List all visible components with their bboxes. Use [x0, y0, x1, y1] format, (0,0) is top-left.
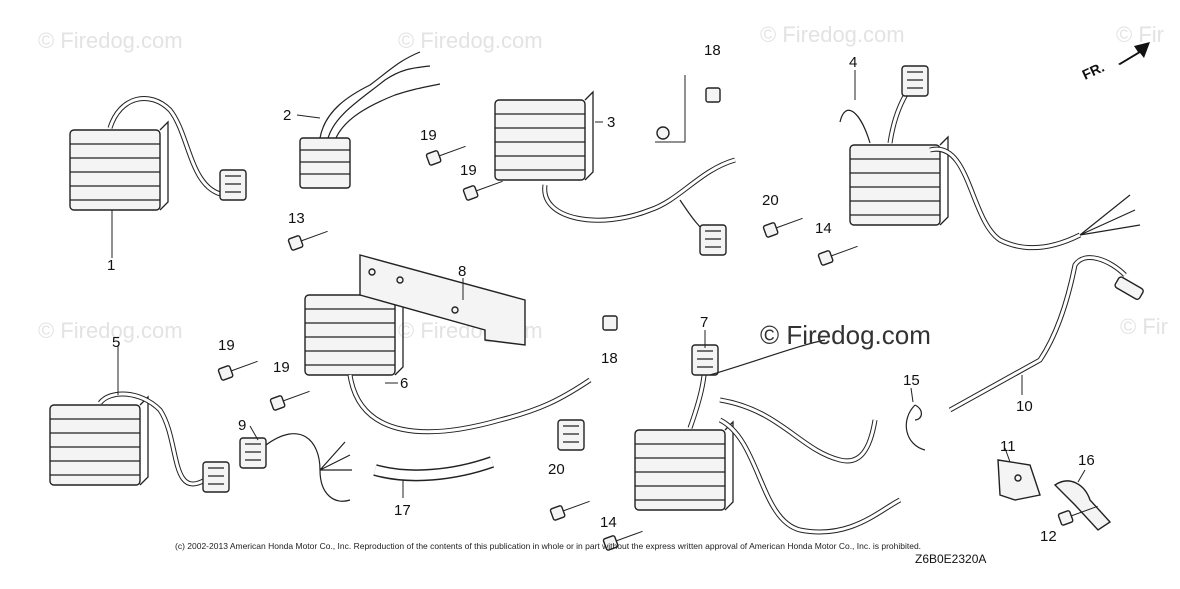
- callout-labels: 1 2 3 4 5 6 7 8 9 10 11 12 13 14 14 15 1…: [107, 42, 1095, 545]
- callout-label: 15: [903, 372, 920, 389]
- bolts: [217, 87, 1101, 552]
- part-17-tube: [373, 456, 494, 498]
- part-10-cable: [948, 255, 1144, 413]
- part-1-regulator-rectifier: [69, 95, 247, 258]
- callout-label: 19: [218, 337, 235, 354]
- callout-label: 19: [273, 359, 290, 376]
- callout-label: 2: [283, 107, 291, 124]
- part-2-regulator-small: [296, 51, 441, 189]
- copyright-notice: (c) 2002-2013 American Honda Motor Co., …: [175, 541, 921, 551]
- callout-label: 19: [460, 162, 477, 179]
- callout-label: 17: [394, 502, 411, 519]
- part-15-clip: [905, 387, 926, 451]
- callout-label: 19: [420, 127, 437, 144]
- callout-label: 8: [458, 263, 466, 280]
- callout-label: 14: [815, 220, 832, 237]
- callout-label: 5: [112, 334, 120, 351]
- callout-label: 11: [1000, 438, 1016, 455]
- direction-arrow-icon: [1118, 42, 1150, 65]
- callout-label: 4: [849, 54, 857, 71]
- part-5-regulator-rectifier: [49, 345, 230, 493]
- part-3-regulator-rectifier: [494, 75, 736, 256]
- watermark: © Fir: [1120, 314, 1168, 339]
- part-4-regulator-rectifier: [839, 65, 1141, 251]
- callout-label: 13: [288, 210, 305, 227]
- callout-label: 3: [607, 114, 615, 131]
- diagram-code: Z6B0E2320A: [915, 552, 986, 566]
- callout-label: 14: [600, 514, 617, 531]
- watermark: © Firedog.com: [398, 28, 543, 53]
- part-6-regulator-rectifier: [304, 286, 592, 451]
- front-direction-indicator: FR.: [1080, 42, 1150, 83]
- watermark: © Firedog.com: [38, 318, 183, 343]
- callout-label: 1: [107, 257, 115, 274]
- part-11-stay: [997, 447, 1041, 501]
- callout-label: 18: [704, 42, 721, 59]
- part-8-bracket: [359, 254, 526, 346]
- callout-label: 20: [548, 461, 565, 478]
- callout-label: 18: [601, 350, 618, 367]
- part-9-wire-harness: [239, 425, 352, 502]
- callout-label: 9: [238, 417, 246, 434]
- center-watermark: © Firedog.com: [760, 320, 931, 350]
- callout-label: 16: [1078, 452, 1095, 469]
- watermark: © Firedog.com: [38, 28, 183, 53]
- callout-label: 6: [400, 375, 408, 392]
- part-7-regulator-rectifier: [634, 330, 902, 535]
- callout-label: 12: [1040, 528, 1057, 545]
- callout-label: 10: [1016, 398, 1033, 415]
- watermark: © Fir: [1116, 22, 1164, 47]
- callout-label: 20: [762, 192, 779, 209]
- callout-label: 7: [700, 314, 708, 331]
- part-16-band: [1053, 469, 1112, 531]
- watermark: © Firedog.com: [760, 22, 905, 47]
- direction-label: FR.: [1080, 59, 1107, 83]
- watermark-layer: © Firedog.com © Firedog.com © Firedog.co…: [38, 22, 1168, 343]
